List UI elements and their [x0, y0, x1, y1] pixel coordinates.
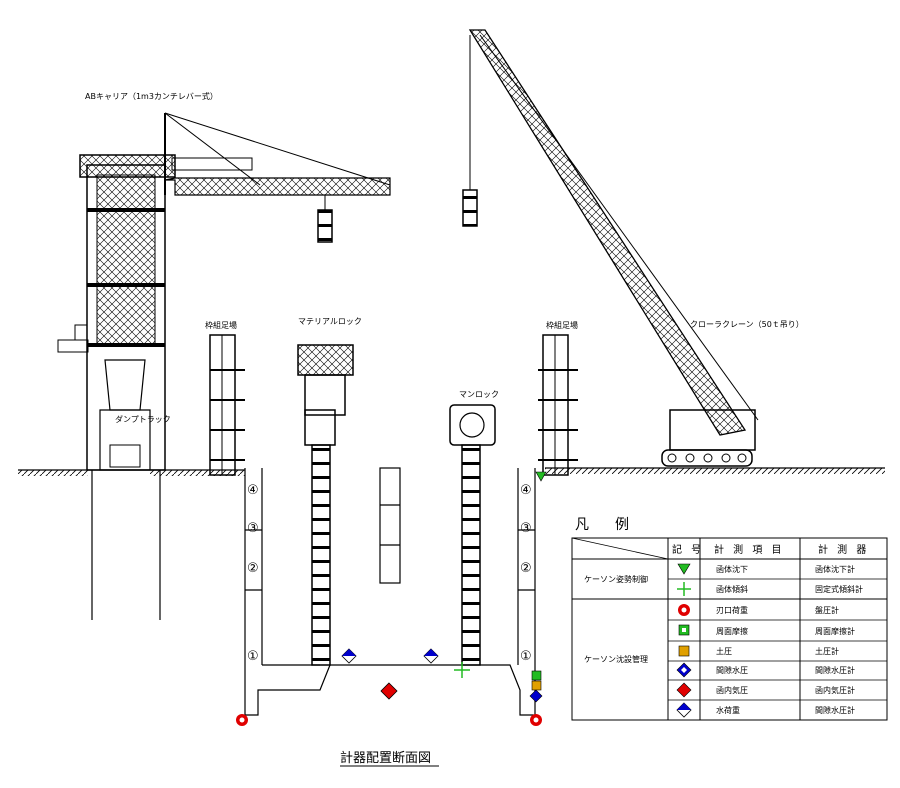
man-lock-shaft	[449, 404, 496, 666]
ring-number-4-right: ④	[520, 483, 532, 498]
green-square-icon	[678, 624, 690, 636]
red-ring-icon	[530, 714, 542, 726]
legend-row-item: 函体沈下	[716, 564, 748, 574]
legend-row-item: 函体傾斜	[716, 584, 748, 594]
legend-group-attitude: ケーソン姿勢制御	[584, 574, 648, 584]
legend-group-sinking: ケーソン沈設管理	[584, 654, 648, 664]
legend-row-instrument: 間隙水圧計	[815, 705, 855, 715]
legend-row-item: 土圧	[716, 646, 732, 656]
ring-number-2-left: ②	[247, 561, 259, 576]
orange-square-icon	[531, 680, 542, 691]
red-diamond-icon	[380, 682, 398, 700]
green-triangle-icon	[535, 471, 547, 482]
ground-line	[18, 467, 885, 476]
blue-diamond-icon	[676, 662, 692, 678]
caisson-body	[244, 467, 536, 716]
diagram-caption: 計器配置断面図	[340, 750, 431, 766]
label-ab-carrier: ABキャリア（1m3カンチレバー式）	[85, 91, 218, 101]
blue-white-diamond-icon	[341, 648, 357, 664]
legend-row-instrument: 周面摩擦計	[815, 626, 855, 636]
ring-labels-left: ④ ③ ② ①	[247, 483, 259, 664]
blue-white-diamond-icon	[676, 702, 692, 718]
green-square-icon	[531, 670, 542, 681]
legend-header-item: 計 測 項 目	[714, 543, 785, 556]
label-dump-truck: ダンプトラック	[115, 414, 171, 424]
red-ring-icon	[678, 604, 690, 616]
red-diamond-icon	[676, 682, 692, 698]
ring-labels-right: ④ ③ ② ①	[520, 483, 532, 664]
green-arrows-icon	[454, 662, 470, 678]
label-scaffold-left: 枠組足場	[205, 320, 237, 330]
legend-row-instrument: 固定式傾斜計	[815, 584, 863, 594]
legend-row-instrument: 間隙水圧計	[815, 665, 855, 675]
ring-number-2-right: ②	[520, 561, 532, 576]
red-ring-icon	[236, 714, 248, 726]
legend-row-item: 刃口荷重	[716, 605, 748, 615]
label-material-lock: マテリアルロック	[298, 317, 362, 326]
label-scaffold-right: 枠組足場	[546, 320, 578, 330]
label-crawler-crane: クローラクレーン（50ｔ吊り）	[690, 320, 804, 329]
legend-title: 凡 例	[575, 517, 635, 533]
green-triangle-icon	[677, 563, 691, 575]
legend-row-instrument: 函内気圧計	[815, 685, 855, 695]
scaffold-left	[209, 334, 245, 476]
diagram-instruments	[236, 471, 547, 726]
ring-number-1-right: ①	[520, 649, 532, 664]
legend: 凡 例 記 号 計 測 項 目 計 測 器 ケーソン姿勢制御 ケーソン沈設管理 …	[571, 517, 888, 721]
scaffold-right	[538, 334, 578, 476]
legend-row-instrument: 土圧計	[815, 646, 839, 656]
legend-row-item: 水荷重	[716, 705, 740, 715]
legend-row-item: 周面摩擦	[716, 626, 748, 636]
green-arrows-icon	[677, 582, 691, 596]
ring-number-3-right: ③	[520, 521, 532, 536]
ab-carrier-crane	[57, 112, 391, 620]
legend-row-item: 函内気圧	[716, 685, 748, 695]
legend-header-symbol: 記 号	[672, 543, 704, 556]
crawler-crane	[462, 29, 759, 467]
legend-row-item: 間隙水圧	[716, 665, 748, 675]
legend-row-instrument: 函体沈下計	[815, 564, 855, 574]
legend-header-instrument: 計 測 器	[818, 543, 869, 556]
ring-number-1-left: ①	[247, 649, 259, 664]
orange-square-icon	[678, 645, 690, 657]
label-man-lock: マンロック	[459, 390, 499, 399]
legend-row-instrument: 盤圧計	[815, 605, 839, 615]
ring-number-3-left: ③	[247, 521, 259, 536]
blue-white-diamond-icon	[423, 648, 439, 664]
blue-diamond-icon	[529, 689, 543, 703]
ring-number-4-left: ④	[247, 483, 259, 498]
material-lock-shaft	[297, 344, 354, 666]
